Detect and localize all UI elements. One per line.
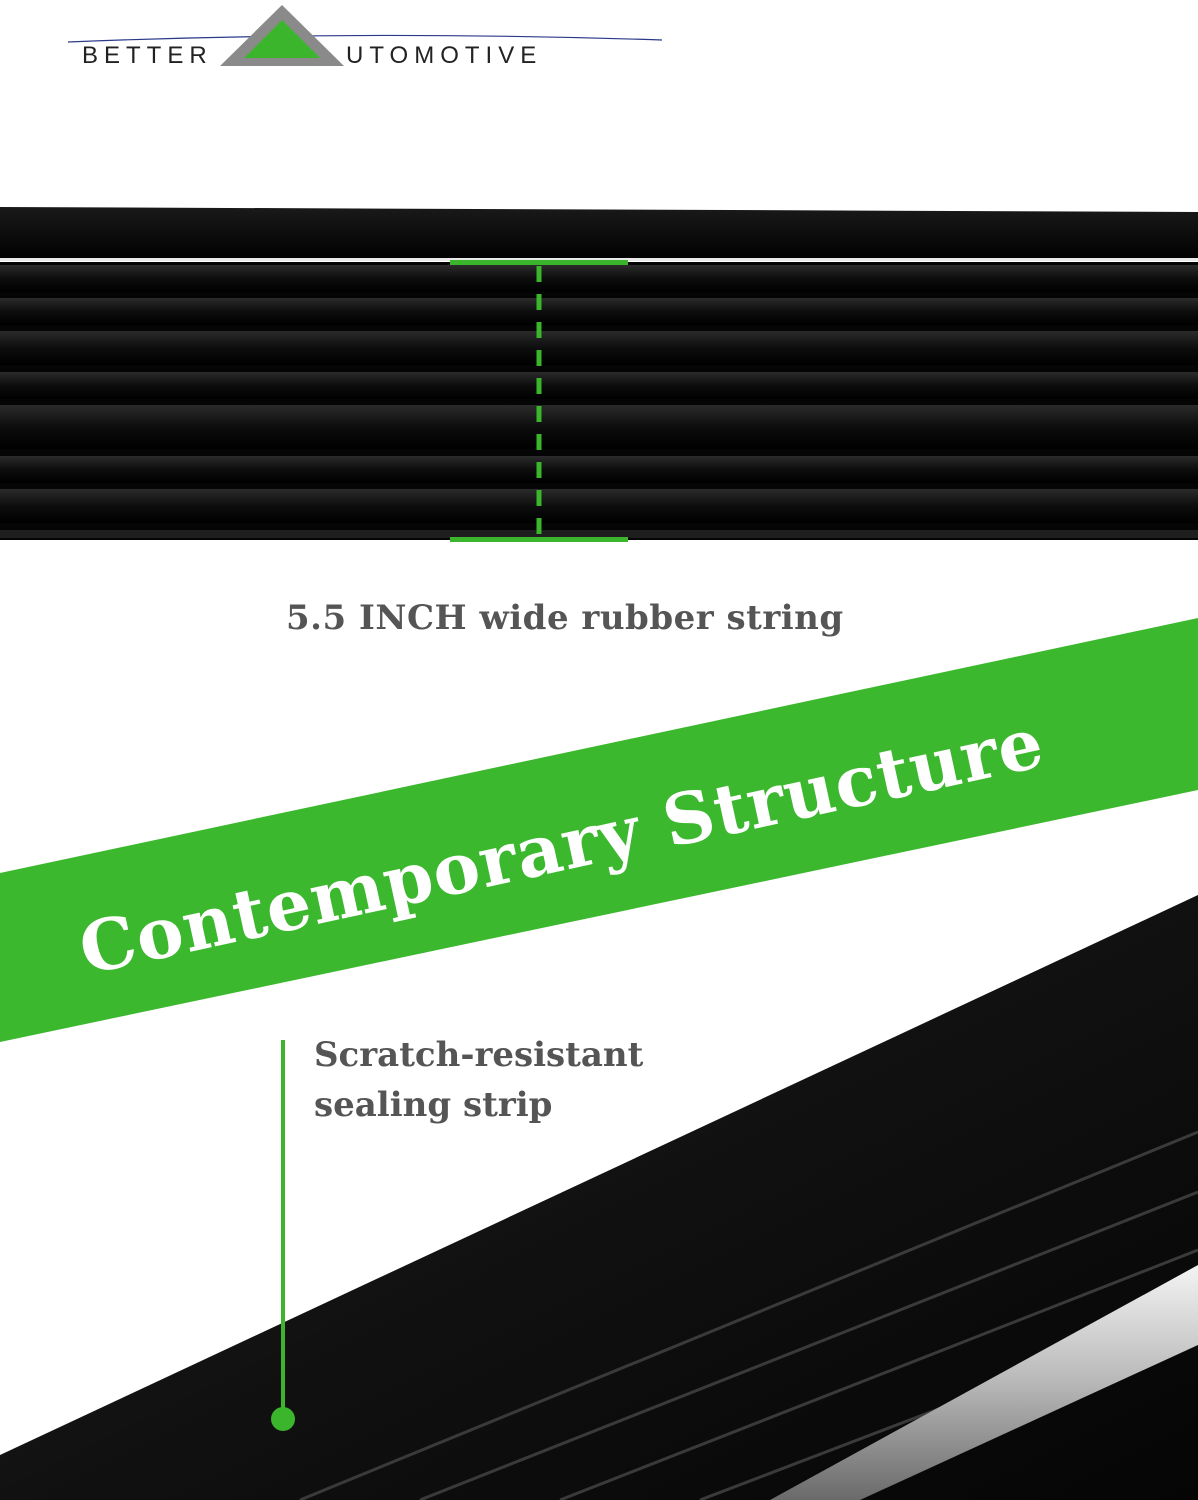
- board-ribs: [0, 265, 1198, 523]
- board-top-edge: [0, 207, 1198, 260]
- running-board-angled-view: [0, 895, 1198, 1500]
- feature-caption: Scratch-resistant sealing strip: [314, 1030, 643, 1130]
- running-board-top-view: [0, 207, 1198, 542]
- board-highlight: [0, 258, 1198, 261]
- width-dimension-marker: [450, 260, 628, 542]
- leader-dot-icon: [271, 1407, 295, 1431]
- logo-triangle-inner: [244, 20, 320, 58]
- feature-caption-line2: sealing strip: [314, 1085, 553, 1125]
- brand-logo: [67, 5, 663, 66]
- angled-board-body: [0, 895, 1198, 1500]
- logo-word-better: BETTER: [82, 42, 213, 69]
- logo-word-automotive: UTOMOTIVE: [346, 42, 543, 69]
- feature-caption-line1: Scratch-resistant: [314, 1035, 644, 1075]
- feature-leader-line: [271, 1040, 295, 1431]
- board-bottom-lip: [0, 530, 1198, 538]
- green-banner: [0, 618, 1198, 1042]
- chrome-trim: [770, 1265, 1198, 1500]
- width-caption: 5.5 INCH wide rubber string: [286, 598, 844, 638]
- logo-swoosh: [67, 34, 663, 43]
